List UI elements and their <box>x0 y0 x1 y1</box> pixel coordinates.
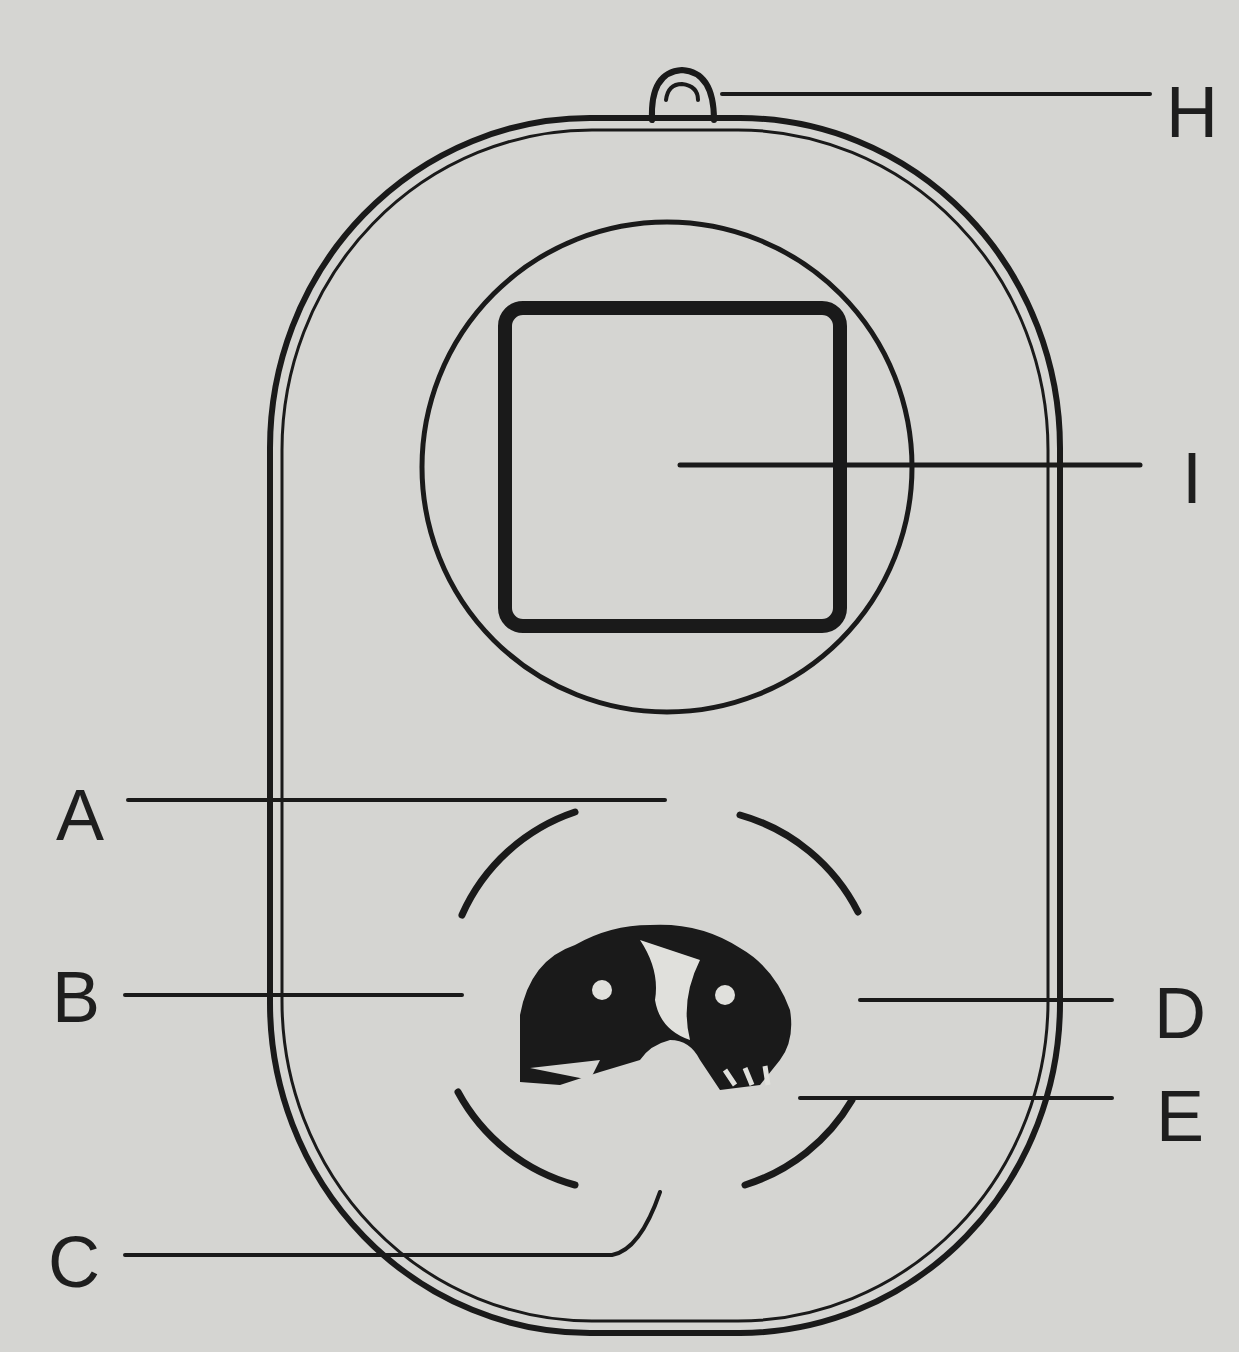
central-body-spot <box>592 980 612 1000</box>
leader-line <box>860 998 1112 1002</box>
callout-letter: A <box>56 779 104 851</box>
callout-letter: I <box>1182 442 1202 514</box>
leader-line <box>128 798 665 802</box>
leader-line <box>125 993 462 997</box>
callout-letter: B <box>52 961 100 1033</box>
central-body-spot <box>715 985 735 1005</box>
leader-line <box>125 1192 660 1255</box>
leader-line <box>800 1096 1112 1100</box>
central-body-teeth <box>725 1066 768 1085</box>
surface-bump <box>652 70 714 120</box>
leader-line <box>680 463 1140 468</box>
central-body <box>520 925 791 1090</box>
cell-membrane <box>282 130 1048 1321</box>
callout-letter: H <box>1166 76 1218 148</box>
central-body-gap <box>640 940 700 1040</box>
leader-line <box>722 92 1150 96</box>
central-body-spot <box>530 1060 600 1080</box>
ring-segment <box>740 815 858 912</box>
callout-letter: D <box>1154 977 1206 1049</box>
ring-segment <box>462 812 575 915</box>
ring-segment <box>458 1092 575 1185</box>
callout-letter: E <box>1156 1080 1204 1152</box>
callout-letter: C <box>48 1226 100 1298</box>
surface-bump-inner <box>666 84 698 100</box>
ring-segment <box>745 1100 852 1185</box>
cell-wall <box>270 118 1060 1333</box>
